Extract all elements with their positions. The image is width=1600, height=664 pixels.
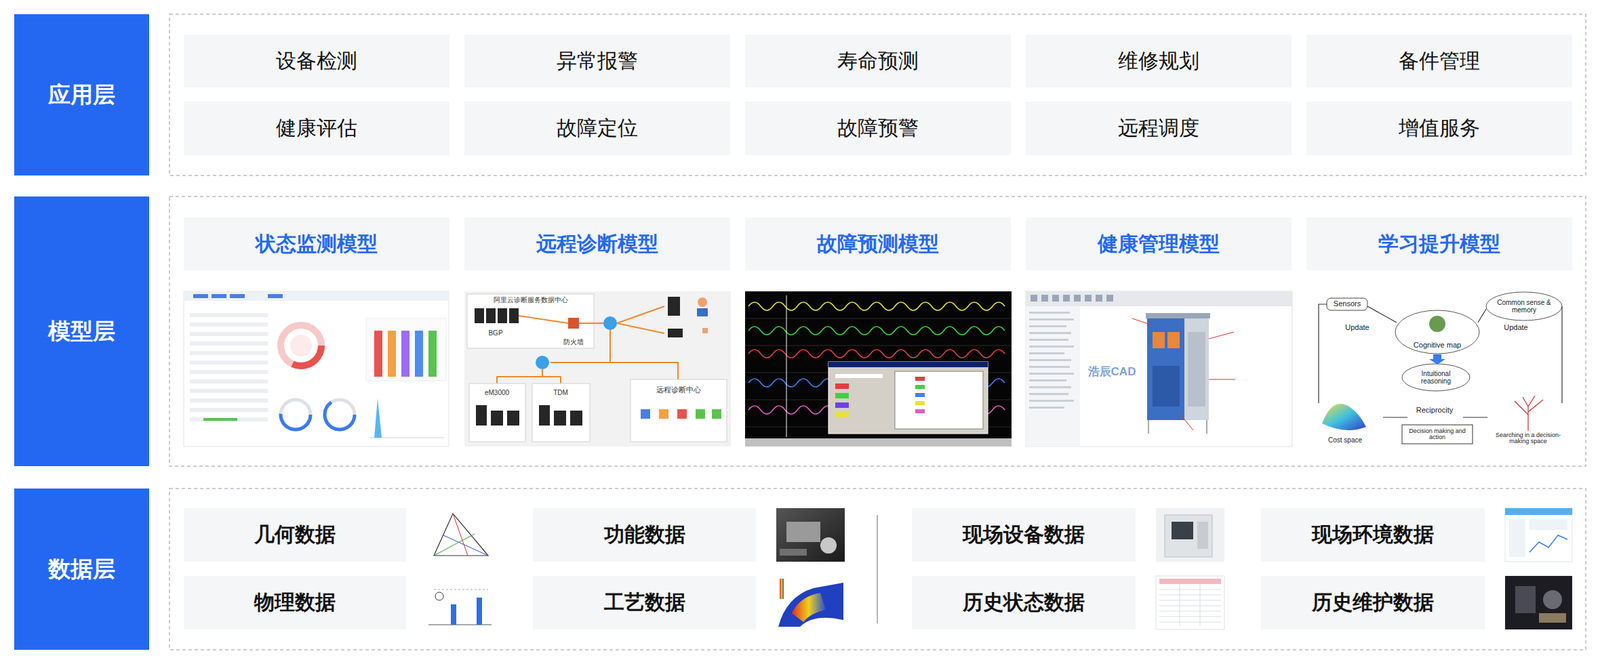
node-text: 远程诊断模型 [536,230,659,259]
image-label: Update [1341,324,1373,333]
model-title: 故障预测模型 [745,217,1011,271]
application-box: 寿命预测 [745,34,1011,88]
layer-label: 数据层 [14,488,150,651]
node-text: 工艺数据 [604,589,686,617]
node-text: 远程调度 [1117,114,1200,143]
data-box: 几何数据 [183,508,407,563]
layer-label: 模型层 [14,196,150,467]
node-text: 现场设备数据 [962,521,1085,550]
image-label: Cost space [1321,437,1369,445]
node-text: 备件管理 [1398,47,1480,76]
image-label: Reciprocity [1410,406,1459,415]
node-text: 现场环境数据 [1311,521,1434,550]
node-text: 应用层 [48,80,116,111]
node-text: 历史状态数据 [962,589,1085,617]
image-label: Sensors [1327,300,1367,309]
application-box: 远程调度 [1025,101,1292,156]
node-text: 增值服务 [1398,114,1480,143]
application-box: 增值服务 [1306,101,1573,156]
node-text: 故障预警 [837,114,919,143]
data-box: 物理数据 [183,576,407,630]
application-box: 设备检测 [183,34,450,88]
model-title: 状态监测模型 [183,217,450,271]
image-label: Update [1500,324,1532,333]
data-box: 现场设备数据 [911,508,1136,563]
node-text: 数据层 [48,554,116,586]
node-text: 健康评估 [275,114,358,143]
image-label: Common sense & memory [1491,299,1557,314]
application-box: 异常报警 [464,34,731,88]
application-box: 备件管理 [1306,34,1573,88]
application-box: 故障定位 [464,101,731,156]
layer-panels [169,14,1586,651]
application-box: 维修规划 [1025,34,1292,88]
waveform-screenshot [745,291,1012,447]
image-label: 防火墙 [556,338,591,347]
dashboard-screenshot [183,291,449,447]
application-box: 健康评估 [183,101,450,156]
model-title: 学习提升模型 [1306,217,1573,271]
model-title: 健康管理模型 [1025,217,1292,271]
node-text: 历史维护数据 [1311,589,1434,617]
node-text: 设备检测 [275,47,358,76]
image-label: 远程诊断中心 [637,386,720,395]
node-text: 模型层 [48,316,116,348]
data-box: 历史维护数据 [1261,576,1485,630]
image-label: BGP [482,330,510,338]
node-text: 维修规划 [1117,47,1200,76]
image-label: Searching in a decision-making space [1487,432,1569,446]
image-label: 阿里云诊断服务数据中心 [469,296,592,305]
data-box: 功能数据 [532,508,756,563]
data-box: 工艺数据 [532,576,756,630]
node-text: 寿命预测 [837,47,919,76]
cad-screenshot [1025,291,1293,447]
node-text: 异常报警 [556,47,638,76]
image-label: Decision making and action [1404,428,1471,442]
node-text: 学习提升模型 [1378,230,1501,259]
cognitive-diagram [1306,291,1573,447]
node-text: 几何数据 [254,521,336,550]
node-text: 故障定位 [556,114,638,143]
image-label: Intuitional reasoning [1406,370,1466,386]
data-box: 历史状态数据 [911,576,1136,630]
data-box: 现场环境数据 [1261,508,1485,563]
model-title: 远程诊断模型 [464,217,731,271]
application-box: 故障预警 [745,101,1011,156]
data-thumbnails [426,508,1573,630]
node-text: 故障预测模型 [816,230,939,259]
node-text: 功能数据 [604,521,686,550]
image-label: Cognitive map [1406,341,1468,350]
image-label: TDM [545,389,576,398]
network-diagram [464,291,731,447]
image-label: 浩辰CAD [1077,366,1146,379]
image-label: eM3000 [475,389,519,398]
node-text: 物理数据 [254,589,336,617]
layer-label: 应用层 [14,14,150,176]
node-text: 状态监测模型 [255,230,378,259]
node-text: 健康管理模型 [1097,230,1220,259]
